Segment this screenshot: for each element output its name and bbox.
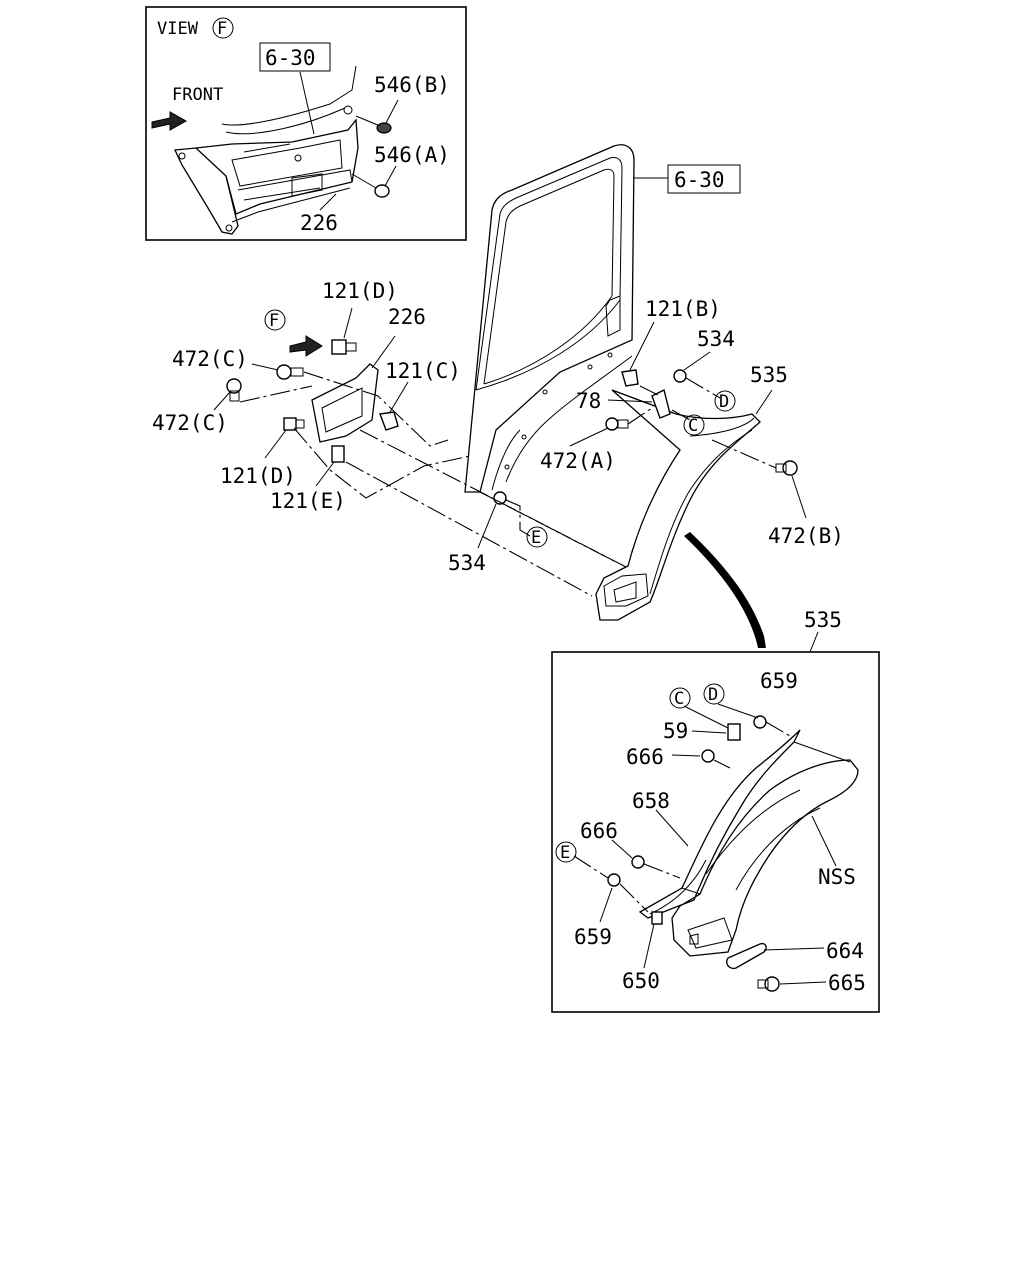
detail-callout-c-letter: C — [674, 689, 684, 709]
label-659-top: 659 — [760, 669, 798, 693]
label-121b: 121(B) — [645, 297, 721, 321]
callout-c-letter: C — [688, 416, 698, 436]
detail-title-label: 535 — [804, 608, 842, 632]
label-650: 650 — [622, 969, 660, 993]
view-f-marker-main: F — [264, 309, 286, 331]
label-546a: 546(A) — [374, 143, 450, 167]
part-650 — [651, 911, 663, 925]
callout-e-letter: E — [531, 528, 541, 548]
view-f-marker-letter: F — [217, 19, 227, 39]
part-121e — [331, 445, 345, 463]
part-472c-1 — [276, 364, 304, 380]
part-121d-top — [331, 339, 357, 355]
label-666-mid: 666 — [580, 819, 618, 843]
label-226-main: 226 — [388, 305, 426, 329]
view-f-marker: F — [212, 17, 234, 39]
label-121d-top: 121(D) — [322, 279, 398, 303]
label-78: 78 — [576, 389, 601, 413]
part-546b — [376, 122, 392, 134]
ref-box-6-30-inset-text: 6-30 — [265, 46, 316, 70]
part-472c-2 — [226, 378, 242, 402]
detail-callout-d: D — [703, 683, 725, 705]
ref-box-6-30-main — [667, 164, 741, 194]
part-121d-bottom — [283, 417, 305, 431]
part-472a — [605, 417, 629, 431]
fender-535 — [595, 389, 761, 621]
part-121c — [379, 411, 399, 431]
view-f-marker-main-letter: F — [269, 311, 279, 331]
part-78 — [651, 388, 671, 419]
part-59 — [727, 723, 741, 741]
label-472c-1: 472(C) — [172, 347, 248, 371]
label-472a: 472(A) — [540, 449, 616, 473]
view-f-frame — [145, 6, 467, 241]
detail-callout-e-letter: E — [560, 843, 570, 863]
label-121d-bottom: 121(D) — [220, 464, 296, 488]
bracket-226 — [311, 363, 379, 463]
label-121e: 121(E) — [270, 489, 346, 513]
label-658: 658 — [632, 789, 670, 813]
part-659-top — [753, 715, 767, 729]
part-664 — [726, 942, 767, 970]
view-f-inset: VIEW F 6-30 FRONT — [145, 6, 467, 241]
label-nss: NSS — [818, 865, 856, 889]
part-534-top — [673, 369, 687, 383]
ref-box-6-30-main-text: 6-30 — [674, 168, 725, 192]
label-59: 59 — [663, 719, 688, 743]
label-535: 535 — [750, 363, 788, 387]
callout-d-letter: D — [719, 392, 729, 412]
label-121c: 121(C) — [385, 359, 461, 383]
label-666-top: 666 — [626, 745, 664, 769]
detail-callout-c: C — [669, 687, 691, 709]
callout-c: C — [683, 414, 705, 436]
label-226-inset: 226 — [300, 211, 338, 235]
front-label: FRONT — [172, 85, 223, 105]
detail-fender-sketch — [638, 729, 859, 957]
callout-e: E — [526, 526, 548, 548]
part-546a — [374, 184, 390, 198]
label-534-bottom: 534 — [448, 551, 486, 575]
detail-callout-d-letter: D — [708, 685, 718, 705]
part-666-mid — [631, 855, 645, 869]
part-659-bottom — [607, 873, 621, 887]
callout-d: D — [714, 390, 736, 412]
view-title: VIEW — [157, 19, 199, 39]
label-664: 664 — [826, 939, 864, 963]
label-472c-2: 472(C) — [152, 411, 228, 435]
main-assembly: 6-30 — [152, 144, 844, 648]
part-472b — [775, 460, 798, 476]
label-472b: 472(B) — [768, 524, 844, 548]
part-666-top — [701, 749, 715, 763]
ref-box-6-30-inset — [259, 42, 331, 72]
detail-curve-arrow — [684, 532, 766, 648]
label-546b: 546(B) — [374, 73, 450, 97]
label-659-bottom: 659 — [574, 925, 612, 949]
door-outline — [464, 144, 635, 493]
detail-frame — [551, 651, 880, 1013]
view-f-arrow-icon — [289, 335, 323, 357]
part-121b — [621, 369, 639, 387]
label-665: 665 — [828, 971, 866, 995]
label-534-top: 534 — [697, 327, 735, 351]
part-665 — [757, 976, 780, 992]
view-f-panel-sketch — [174, 65, 359, 235]
detail-callout-e: E — [555, 841, 577, 863]
front-arrow-icon — [151, 111, 188, 131]
detail-inset-535: 535 — [551, 608, 880, 1013]
